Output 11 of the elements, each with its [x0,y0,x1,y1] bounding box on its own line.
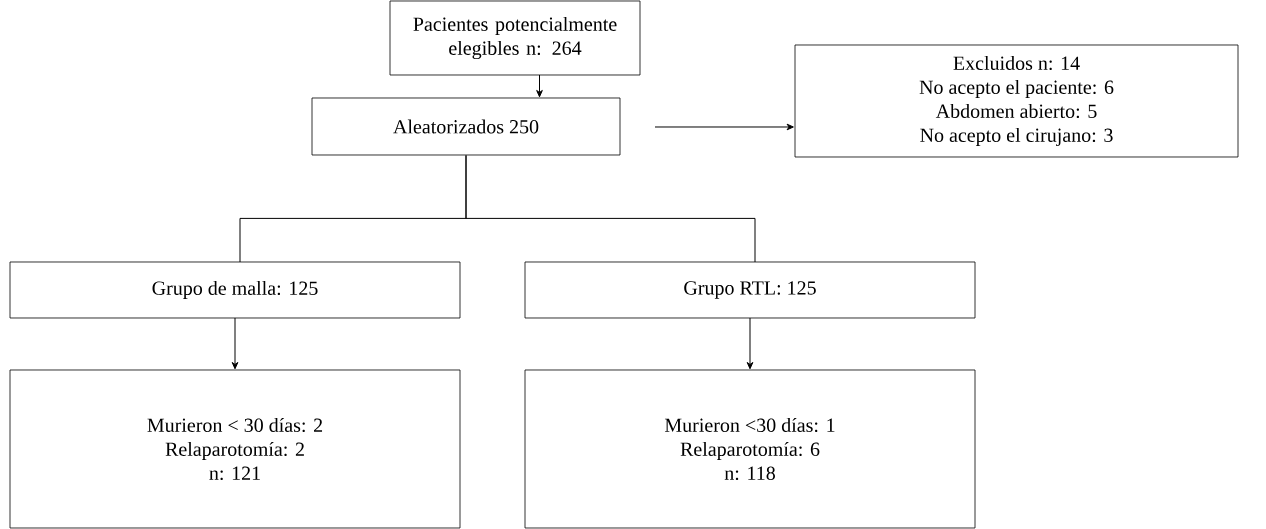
process-box: Aleatorizados 250 [311,97,621,156]
arrow [536,74,543,98]
process-box: Grupo de malla: 125 [9,261,461,319]
process-box: Excluidos n: 14 No acepto el paciente: 6 Abdomen abierto: 5 No acepto el cirujano: 3 [794,44,1239,158]
process-box: Murieron <30 días: 1 Relaparotomía: 6 n: 118 [524,369,976,529]
process-box: Grupo RTL: 125 [524,261,976,319]
process-box: Murieron < 30 días: 2 Relaparotomía: 2 n: 121 [9,369,461,529]
arrow [231,317,239,370]
arrow [654,123,794,131]
process-box: Pacientes potencialmente elegibles n: 264 [389,0,641,76]
arrow [746,317,754,370]
